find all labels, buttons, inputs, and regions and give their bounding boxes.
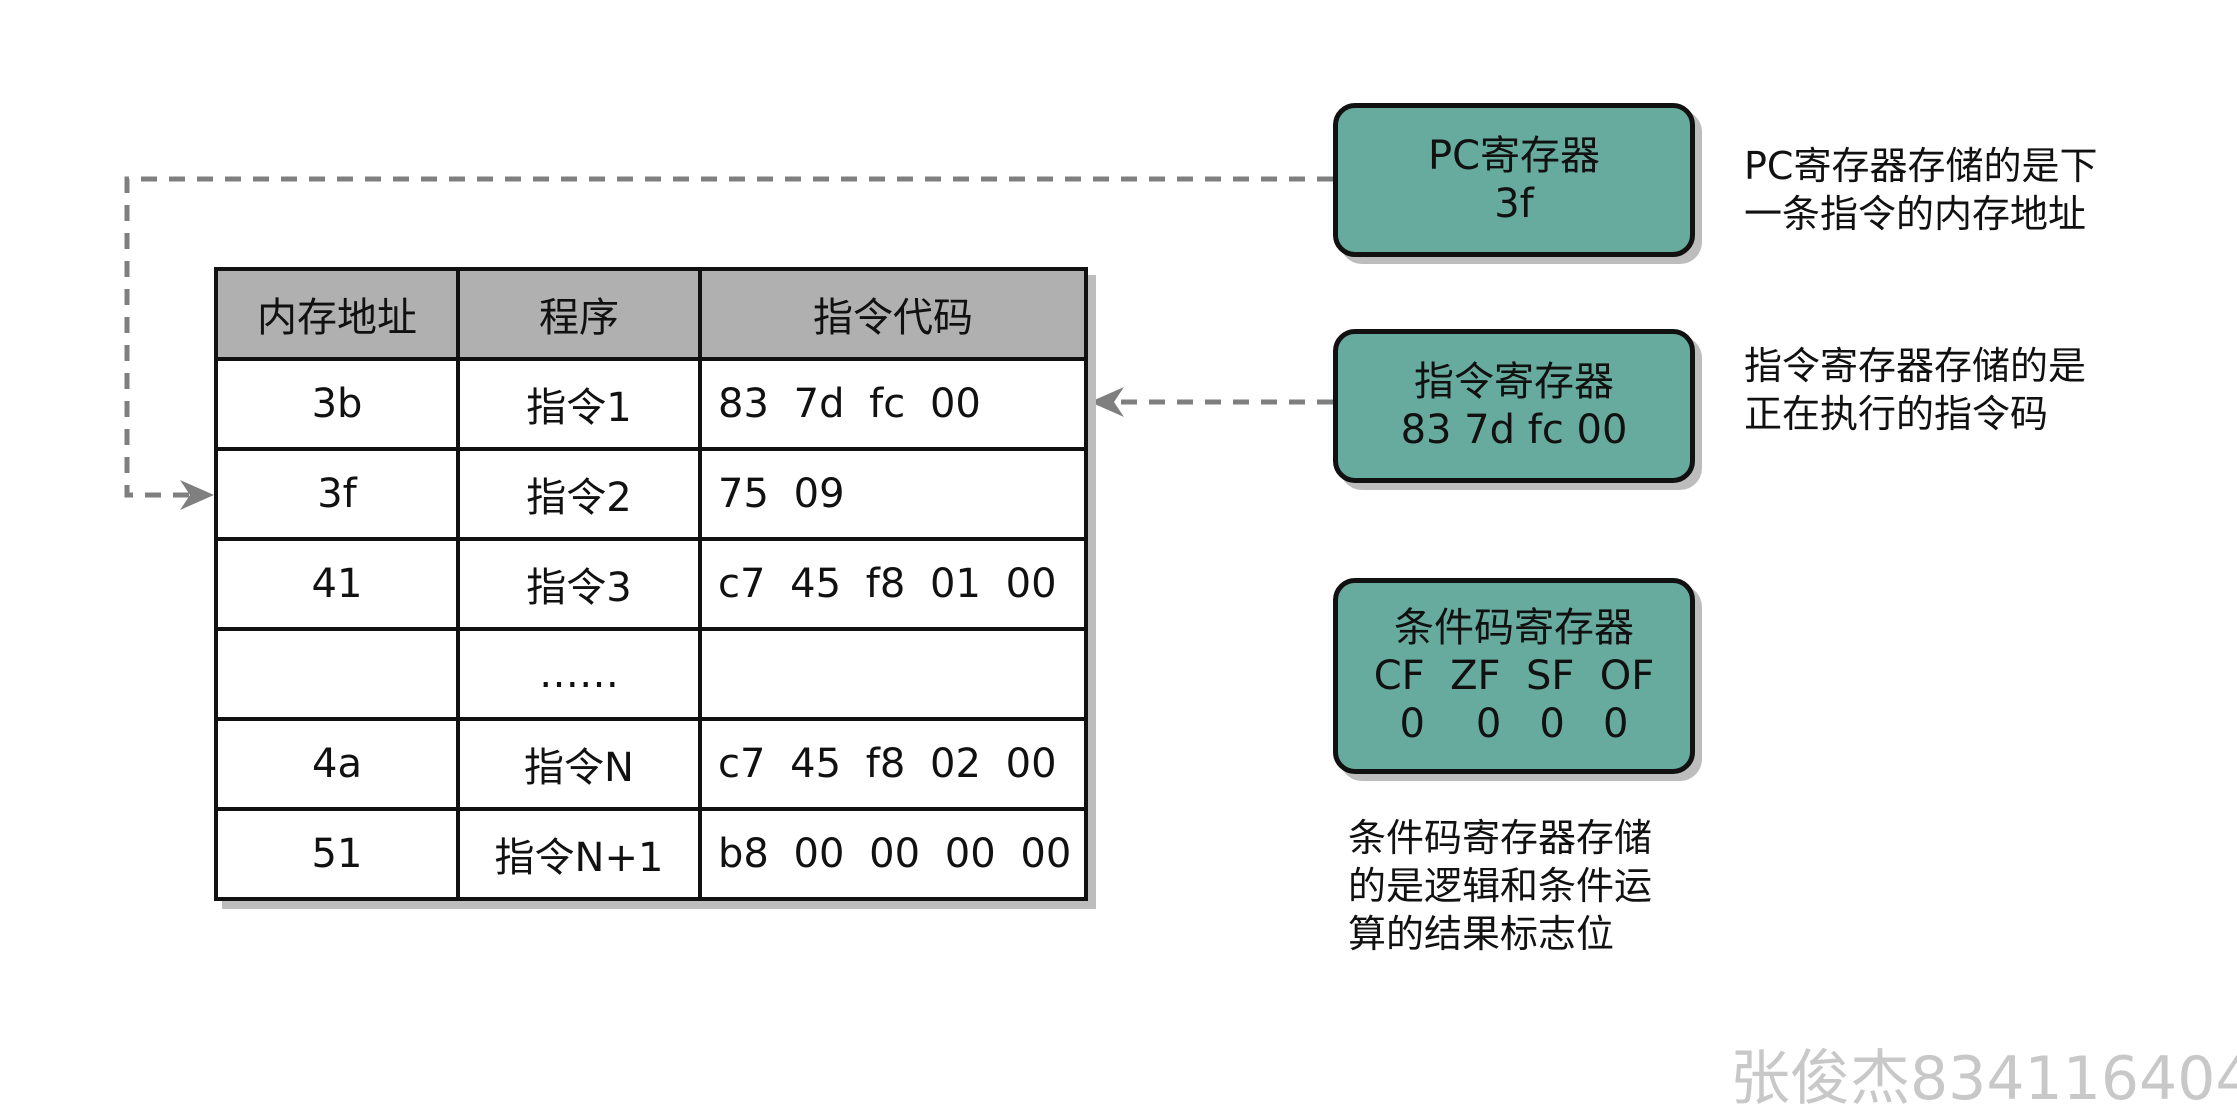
instruction-register-title: 指令寄存器 (1414, 359, 1614, 405)
note-line: 条件码寄存器存储 (1348, 816, 1653, 860)
condition-code-register-note: 条件码寄存器存储 的是逻辑和条件运 算的结果标志位 (1348, 814, 1652, 958)
table-row: 3f 指令2 75 09 (218, 451, 1084, 541)
condition-code-flag-names: CF ZF SF OF (1373, 653, 1655, 699)
address-cell: 41 (218, 541, 460, 627)
note-line: 指令寄存器存储的是 (1744, 344, 2087, 388)
table-row: 4a 指令N c7 45 f8 02 00 (218, 721, 1084, 811)
header-program: 程序 (460, 271, 702, 357)
program-cell: 指令N+1 (460, 811, 702, 897)
ir-arrowhead-icon (1090, 387, 1124, 417)
address-cell (218, 631, 460, 717)
memory-table: 内存地址 程序 指令代码 3b 指令1 83 7d fc 00 3f 指令2 7… (214, 267, 1088, 901)
note-line: 一条指令的内存地址 (1744, 192, 2087, 236)
header-address: 内存地址 (218, 271, 460, 357)
note-line: 正在执行的指令码 (1744, 392, 2049, 436)
pc-register-value: 3f (1494, 181, 1534, 227)
instruction-register-value: 83 7d fc 00 (1400, 407, 1628, 453)
instruction-register-note: 指令寄存器存储的是 正在执行的指令码 (1744, 342, 2086, 438)
table-header-row: 内存地址 程序 指令代码 (218, 271, 1084, 361)
condition-code-register-title: 条件码寄存器 (1394, 605, 1634, 651)
pc-register-title: PC寄存器 (1427, 133, 1601, 179)
condition-code-flag-values: 0 0 0 0 (1399, 701, 1629, 747)
header-code: 指令代码 (813, 295, 973, 341)
table-row: 41 指令3 c7 45 f8 01 00 (218, 541, 1084, 631)
address-cell: 3b (218, 361, 460, 447)
code-cell: 83 7d fc 00 (718, 381, 981, 427)
table-row: …… (218, 631, 1084, 721)
address-cell: 4a (218, 721, 460, 807)
table-row: 51 指令N+1 b8 00 00 00 00 (218, 811, 1084, 897)
table-row: 3b 指令1 83 7d fc 00 (218, 361, 1084, 451)
code-cell (702, 631, 1084, 717)
program-cell: …… (460, 631, 702, 717)
pc-register-note: PC寄存器存储的是下 一条指令的内存地址 (1744, 142, 2097, 238)
program-cell: 指令2 (460, 451, 702, 537)
address-cell: 3f (218, 451, 460, 537)
pc-register-box: PC寄存器 3f (1333, 103, 1695, 257)
program-cell: 指令1 (460, 361, 702, 447)
note-line: PC寄存器存储的是下 (1744, 144, 2098, 188)
address-cell: 51 (218, 811, 460, 897)
program-cell: 指令3 (460, 541, 702, 627)
pc-to-address-arrow (124, 176, 1333, 498)
code-cell: b8 00 00 00 00 (718, 831, 1072, 877)
code-cell: c7 45 f8 02 00 (718, 741, 1057, 787)
code-cell: c7 45 f8 01 00 (718, 561, 1057, 607)
program-cell: 指令N (460, 721, 702, 807)
code-cell: 75 09 (718, 471, 845, 517)
watermark: 张俊杰834116404 (1730, 1044, 2237, 1114)
note-line: 算的结果标志位 (1348, 912, 1615, 956)
condition-code-register-box: 条件码寄存器 CF ZF SF OF 0 0 0 0 (1333, 578, 1695, 774)
instruction-register-box: 指令寄存器 83 7d fc 00 (1333, 329, 1695, 483)
pc-arrowhead-icon (180, 480, 214, 510)
note-line: 的是逻辑和条件运 (1348, 864, 1653, 908)
